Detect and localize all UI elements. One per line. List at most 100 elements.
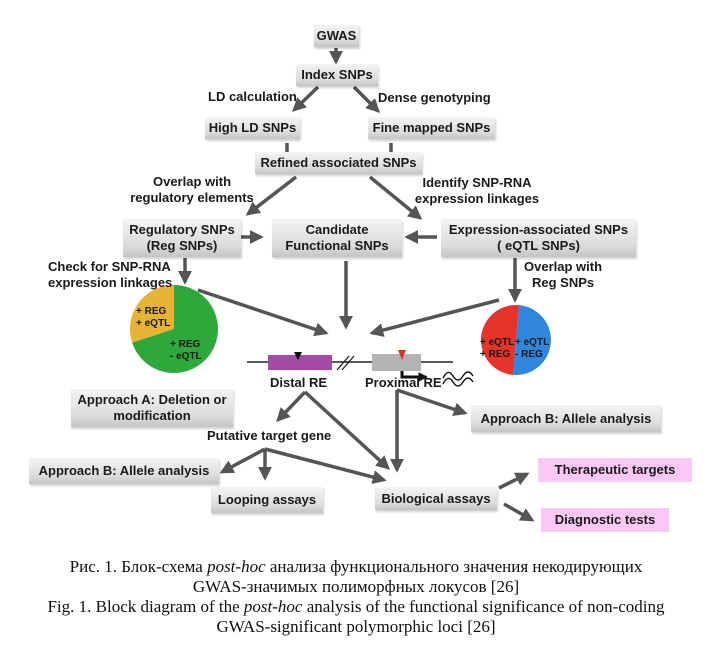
pie-right-slice2-label: + eQTL - REG: [515, 337, 549, 361]
edge-label-identify-linkages-line2: expression linkages: [414, 191, 540, 206]
caption-en-pre: Fig. 1. Block diagram of the: [47, 597, 244, 616]
caption-ru-line1: Рис. 1. Блок-схема post-hoc анализа функ…: [0, 557, 712, 577]
node-high-ld-snps-label: High LD SNPs: [208, 120, 297, 135]
edge-label-dense-genotyping: Dense genotyping: [378, 90, 491, 105]
distal-snp-marker: [294, 352, 302, 360]
transcript-wave-icon: [442, 371, 474, 387]
distal-re-block: [268, 355, 332, 370]
arrow-distal-putative: [276, 390, 307, 423]
node-therapeutic-targets: Therapeutic targets: [538, 458, 692, 482]
node-diagnostic-tests-label: Diagnostic tests: [554, 512, 656, 527]
node-looping-assays-label: Looping assays: [217, 492, 317, 507]
node-approach-b-left-label: Approach B: Allele analysis: [38, 463, 210, 478]
caption-en-em: post-hoc: [243, 597, 303, 616]
arrow-putative-approachb: [219, 447, 266, 474]
edge-label-check-linkages-line1: Check for SNP-RNA: [48, 259, 171, 274]
node-candidate-snps: Candidate Functional SNPs: [272, 219, 402, 257]
pie-right-slice-1: [480, 305, 520, 375]
pie-left-slice-2: [132, 285, 218, 374]
caption-en-post: analysis of the functional significance …: [302, 597, 665, 616]
pie-left-slice1-line1: + REG: [136, 306, 167, 317]
node-regulatory-snps-line2: (Reg SNPs): [146, 238, 218, 253]
pie-left-slice2-label: + REG - eQTL: [170, 339, 202, 363]
pie-chart-eqtl-snps: [480, 305, 551, 375]
arrow-distal-biological: [303, 390, 391, 470]
node-biological-assays-label: Biological assays: [381, 490, 491, 506]
edge-label-ld-calculation: LD calculation: [208, 89, 297, 104]
edge-label-overlap-reg-snps: Overlap with Reg SNPs: [524, 259, 602, 291]
node-approach-a-line2: modification: [113, 408, 191, 423]
gene-model: [247, 350, 474, 387]
edge-label-identify-linkages: Identify SNP-RNA expression linkages: [413, 175, 541, 207]
node-approach-b-right: Approach B: Allele analysis: [471, 405, 661, 432]
node-diagnostic-tests: Diagnostic tests: [541, 508, 669, 532]
node-approach-b-right-label: Approach B: Allele analysis: [480, 410, 652, 426]
pie-chart-reg-snps: [130, 285, 218, 374]
arrow-index-highld: [291, 85, 320, 112]
edge-label-overlap-regulatory-line1: Overlap with: [152, 174, 232, 189]
arrow-biological-diagnostic: [503, 502, 535, 522]
caption-ru-line2: GWAS-значимых полиморфных локусов [26]: [192, 577, 520, 596]
arrow-putative-biological: [264, 447, 387, 484]
pie-right-slice1-line1: + eQTL: [480, 337, 515, 348]
node-candidate-snps-line2: Functional SNPs: [285, 238, 389, 253]
arrow-rightpie-gene: [369, 298, 500, 337]
pie-right-slice1-label: + eQTL + REG: [480, 337, 514, 361]
node-looping-assays: Looping assays: [211, 487, 323, 513]
edge-label-identify-linkages-line1: Identify SNP-RNA: [422, 175, 532, 190]
caption-en-line1: Fig. 1. Block diagram of the post-hoc an…: [0, 597, 712, 617]
edge-label-check-linkages: Check for SNP-RNA expression linkages: [48, 259, 172, 291]
edge-label-overlap-regulatory: Overlap with regulatory elements: [130, 174, 254, 206]
proximal-re-block: [372, 354, 421, 371]
node-regulatory-snps: Regulatory SNPs (Reg SNPs): [123, 219, 241, 257]
node-gwas: GWAS: [314, 25, 359, 47]
caption-ru-pre: Рис. 1. Блок-схема: [69, 557, 208, 576]
caption-ru-post: анализа функционального значения некодир…: [265, 557, 643, 576]
node-gwas-label: GWAS: [316, 28, 357, 43]
pie-right-slice2-line1: + eQTL: [515, 337, 550, 348]
node-approach-b-left: Approach B: Allele analysis: [29, 458, 219, 484]
node-index-snps: Index SNPs: [296, 64, 378, 86]
proximal-snp-marker: [398, 350, 406, 360]
node-index-snps-label: Index SNPs: [301, 67, 373, 82]
node-fine-mapped-snps-label: Fine mapped SNPs: [372, 120, 491, 135]
node-therapeutic-targets-label: Therapeutic targets: [554, 462, 676, 477]
label-distal-re: Distal RE: [270, 375, 328, 390]
node-biological-assays: Biological assays: [375, 487, 497, 510]
node-refined-snps-label: Refined associated SNPs: [260, 155, 417, 170]
node-approach-a: Approach A: Deletion or modification: [71, 389, 233, 427]
arrow-index-finemapped: [352, 85, 380, 113]
break-mark-1: [336, 355, 350, 371]
node-fine-mapped-snps: Fine mapped SNPs: [368, 117, 495, 139]
node-eqtl-snps: Expression-associated SNPs ( eQTL SNPs): [441, 219, 636, 257]
node-regulatory-snps-line1: Regulatory SNPs: [129, 222, 235, 237]
arrow-biological-therapeutic: [498, 472, 530, 490]
edge-label-putative-target-gene: Putative target gene: [207, 428, 332, 443]
node-high-ld-snps: High LD SNPs: [205, 117, 300, 139]
edge-label-overlap-reg-snps-line2: Reg SNPs: [532, 275, 595, 290]
pie-left-slice2-line2: - eQTL: [170, 351, 202, 362]
node-approach-a-line1: Approach A: Deletion or: [77, 392, 227, 407]
arrow-refined-eqtl: [368, 175, 423, 220]
caption-en-line2: GWAS-significant polymorphic loci [26]: [216, 617, 496, 636]
pie-left-slice1-line2: + eQTL: [136, 318, 171, 329]
arrow-leftpie-gene: [197, 288, 329, 337]
tss-arrow-icon: [400, 371, 428, 382]
node-refined-snps: Refined associated SNPs: [255, 152, 422, 174]
edge-label-check-linkages-line2: expression linkages: [48, 275, 173, 290]
break-mark-2: [341, 355, 355, 371]
edge-label-overlap-reg-snps-line1: Overlap with: [524, 259, 603, 274]
node-eqtl-snps-line2: ( eQTL SNPs): [497, 238, 580, 253]
pie-right-slice-2: [512, 305, 551, 375]
arrow-refined-regulatory: [245, 175, 298, 216]
caption-ru-em: post-hoc: [207, 557, 266, 576]
edge-label-overlap-regulatory-line2: regulatory elements: [130, 190, 254, 205]
node-eqtl-snps-line1: Expression-associated SNPs: [448, 222, 629, 237]
label-proximal-re: Proximal RE: [365, 375, 442, 390]
pie-right-slice1-line2: + REG: [480, 349, 511, 360]
pie-right-slice2-line2: - REG: [515, 349, 543, 360]
node-candidate-snps-line1: Candidate: [305, 222, 369, 237]
arrow-proximal-approachb: [396, 388, 468, 417]
